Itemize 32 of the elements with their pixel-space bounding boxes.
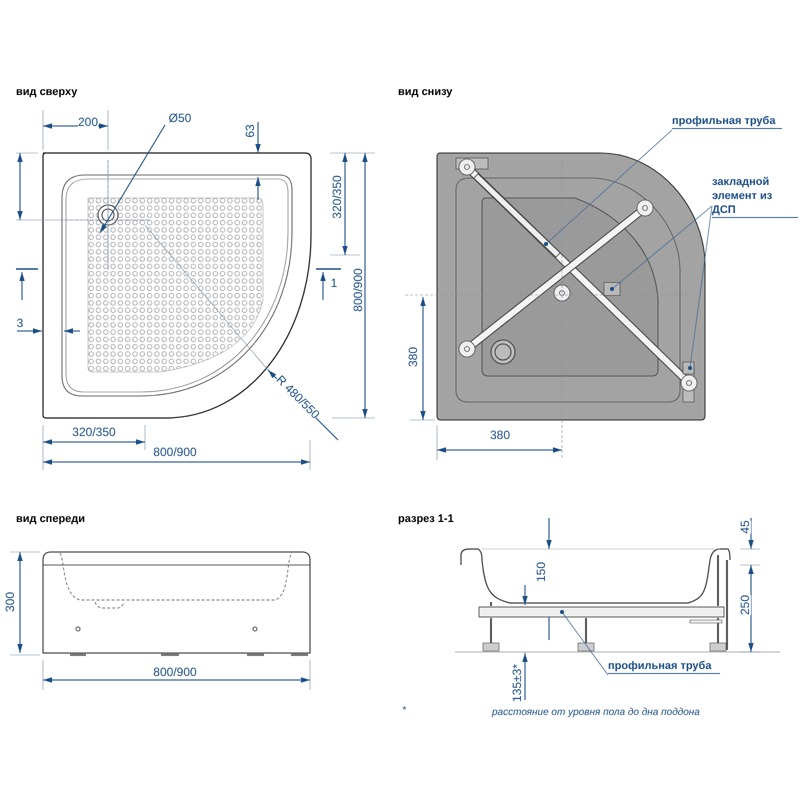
leader-line	[544, 130, 672, 246]
dimension-value: 800/900	[153, 446, 197, 458]
dimension-value: 320/350	[72, 426, 116, 438]
leader-line	[610, 206, 712, 291]
dimension-value: 150	[535, 562, 547, 582]
callout-label: закладной элемент из ДСП	[712, 175, 798, 218]
profile-pipe	[478, 606, 724, 618]
dimension-value: 800/900	[352, 268, 364, 312]
dimension-value: 320/350	[331, 175, 343, 219]
dimension-value: 1	[330, 277, 338, 289]
callout-label: профильная труба	[608, 659, 720, 674]
view-title: разрез 1-1	[398, 514, 454, 525]
dimension-value: 63	[244, 124, 256, 138]
dimension-value: 200	[78, 116, 98, 128]
dimension-value: 3	[16, 317, 24, 329]
dimension-value: 380	[407, 346, 419, 368]
chipboard-insert	[604, 282, 620, 296]
view-title: вид снизу	[398, 87, 452, 98]
dimension-value: 45	[739, 520, 751, 534]
leader-line	[688, 206, 712, 370]
dimension-value: Ø50	[168, 112, 192, 124]
view-title: вид сверху	[16, 87, 78, 98]
callout-label: профильная труба	[672, 114, 782, 129]
dimension-value: 300	[4, 592, 16, 612]
dimension-value: 380	[490, 429, 510, 441]
dimension-value: 135±3*	[511, 664, 523, 702]
dimension-value: 250	[739, 594, 751, 616]
dimension-value: 800/900	[153, 666, 197, 678]
footnote-text: расстояние от уровня пола до дна поддона	[492, 708, 700, 718]
view-title: вид спереди	[16, 514, 86, 525]
leader-line	[560, 610, 608, 676]
chipboard-insert	[682, 362, 694, 374]
